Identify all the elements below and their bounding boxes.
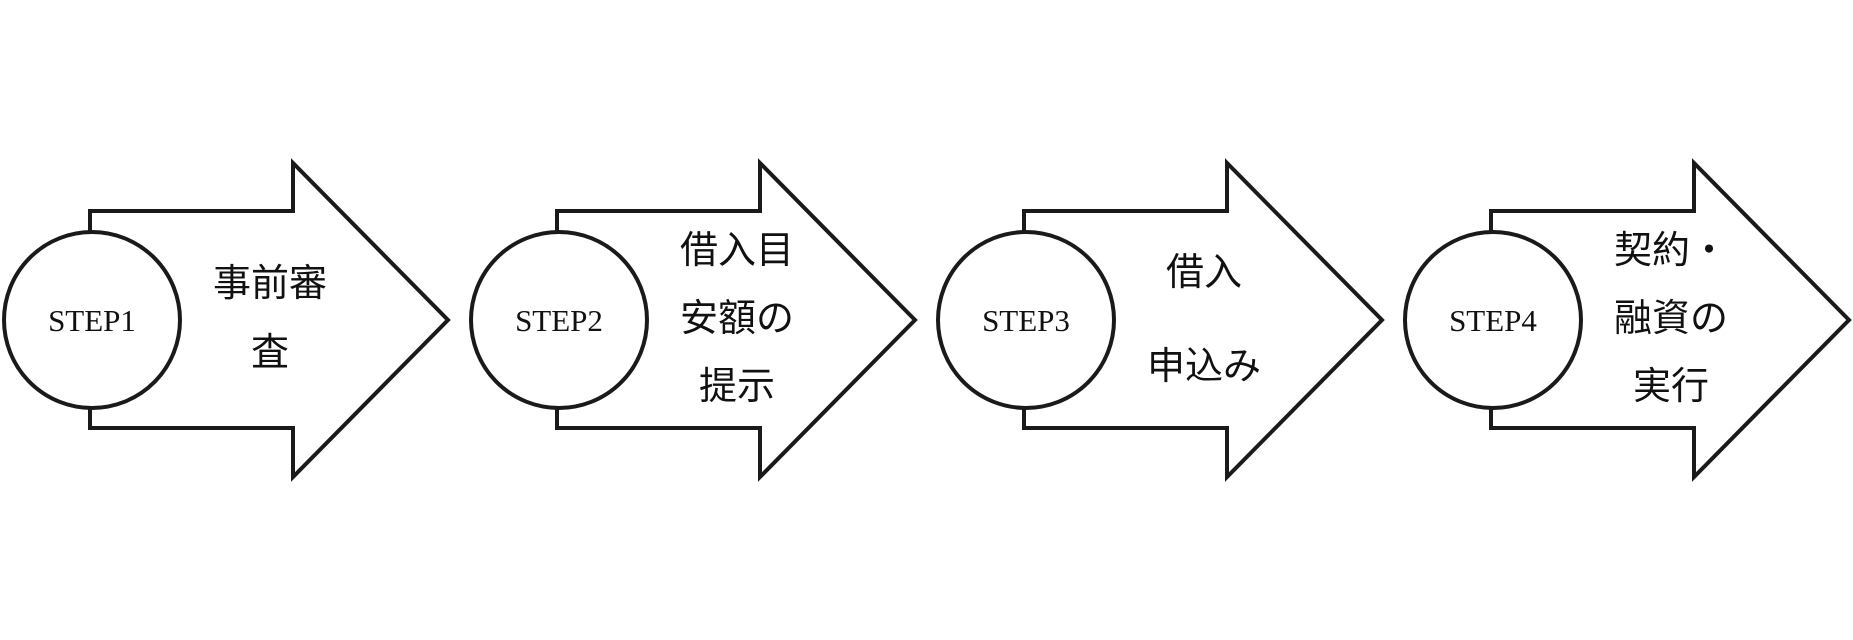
arrow-shape: [555, 158, 918, 482]
step-number: STEP4: [1449, 303, 1537, 338]
step-circle: [936, 230, 1116, 410]
step-label-line: 借入: [1166, 250, 1242, 294]
step-number: STEP2: [515, 303, 603, 338]
step-label-line: 融資の: [1614, 296, 1728, 340]
step-label-line: 実行: [1633, 364, 1709, 408]
step-label-line: 借入目: [680, 228, 794, 272]
step-label-line: 事前審: [213, 261, 327, 305]
step-circle: [1403, 230, 1583, 410]
step-label-line: 査: [251, 330, 289, 374]
step-circle: [469, 230, 649, 410]
step-number: STEP1: [48, 303, 136, 338]
step-number: STEP3: [982, 303, 1070, 338]
step-label-line: 提示: [699, 364, 775, 408]
step-label-line: 安額の: [680, 296, 794, 340]
arrow-shape: [88, 158, 451, 482]
step-label-line: 契約・: [1614, 228, 1728, 272]
step-label-line: 申込み: [1147, 344, 1261, 388]
arrow-shape: [1489, 158, 1852, 482]
step-circle: [2, 230, 182, 410]
arrow-shape: [1022, 158, 1385, 482]
